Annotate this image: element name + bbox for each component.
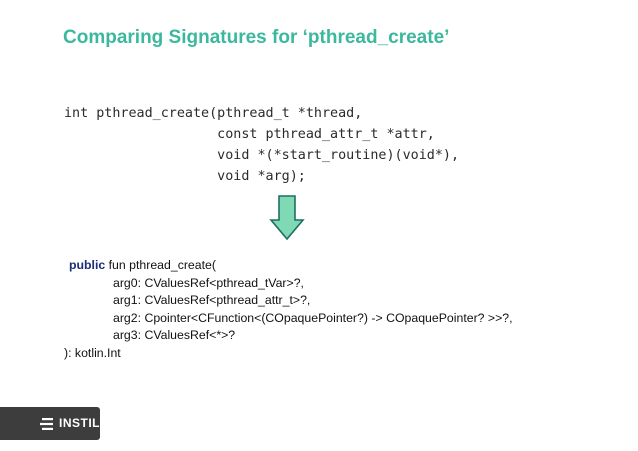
instil-logo-icon — [40, 418, 53, 430]
kotlin-signature-header: public fun pthread_create( — [69, 257, 513, 275]
kotlin-arg-line: arg1: CValuesRef<pthread_attr_t>?, — [113, 293, 311, 308]
c-signature-line: const pthread_attr_t *attr, — [64, 127, 435, 142]
kotlin-arg-line: arg3: CValuesRef<*>? — [113, 328, 236, 343]
c-signature-line: void *(*start_routine)(void*), — [64, 148, 460, 163]
footer: INSTIL — [0, 407, 638, 440]
c-signature-line: void *arg); — [64, 169, 306, 184]
slide-title: Comparing Signatures for ‘pthread_create… — [63, 27, 450, 48]
c-signature-line: int pthread_create(pthread_t *thread, — [64, 106, 363, 121]
kotlin-signature-closing: ): kotlin.Int — [64, 345, 121, 360]
footer-logo-text: INSTIL — [59, 416, 100, 430]
down-arrow-icon — [269, 195, 305, 241]
kotlin-signature: public fun pthread_create( arg0: CValues… — [64, 257, 513, 363]
kotlin-header-rest: fun pthread_create( — [105, 258, 216, 272]
kotlin-keyword-public: public — [69, 258, 106, 272]
footer-logo-bar: INSTIL — [0, 407, 100, 440]
kotlin-arg-line: arg2: Cpointer<CFunction<(COpaquePointer… — [113, 310, 513, 325]
c-signature-code: int pthread_create(pthread_t *thread, co… — [64, 103, 459, 187]
kotlin-arg-line: arg0: CValuesRef<pthread_tVar>?, — [113, 275, 304, 290]
